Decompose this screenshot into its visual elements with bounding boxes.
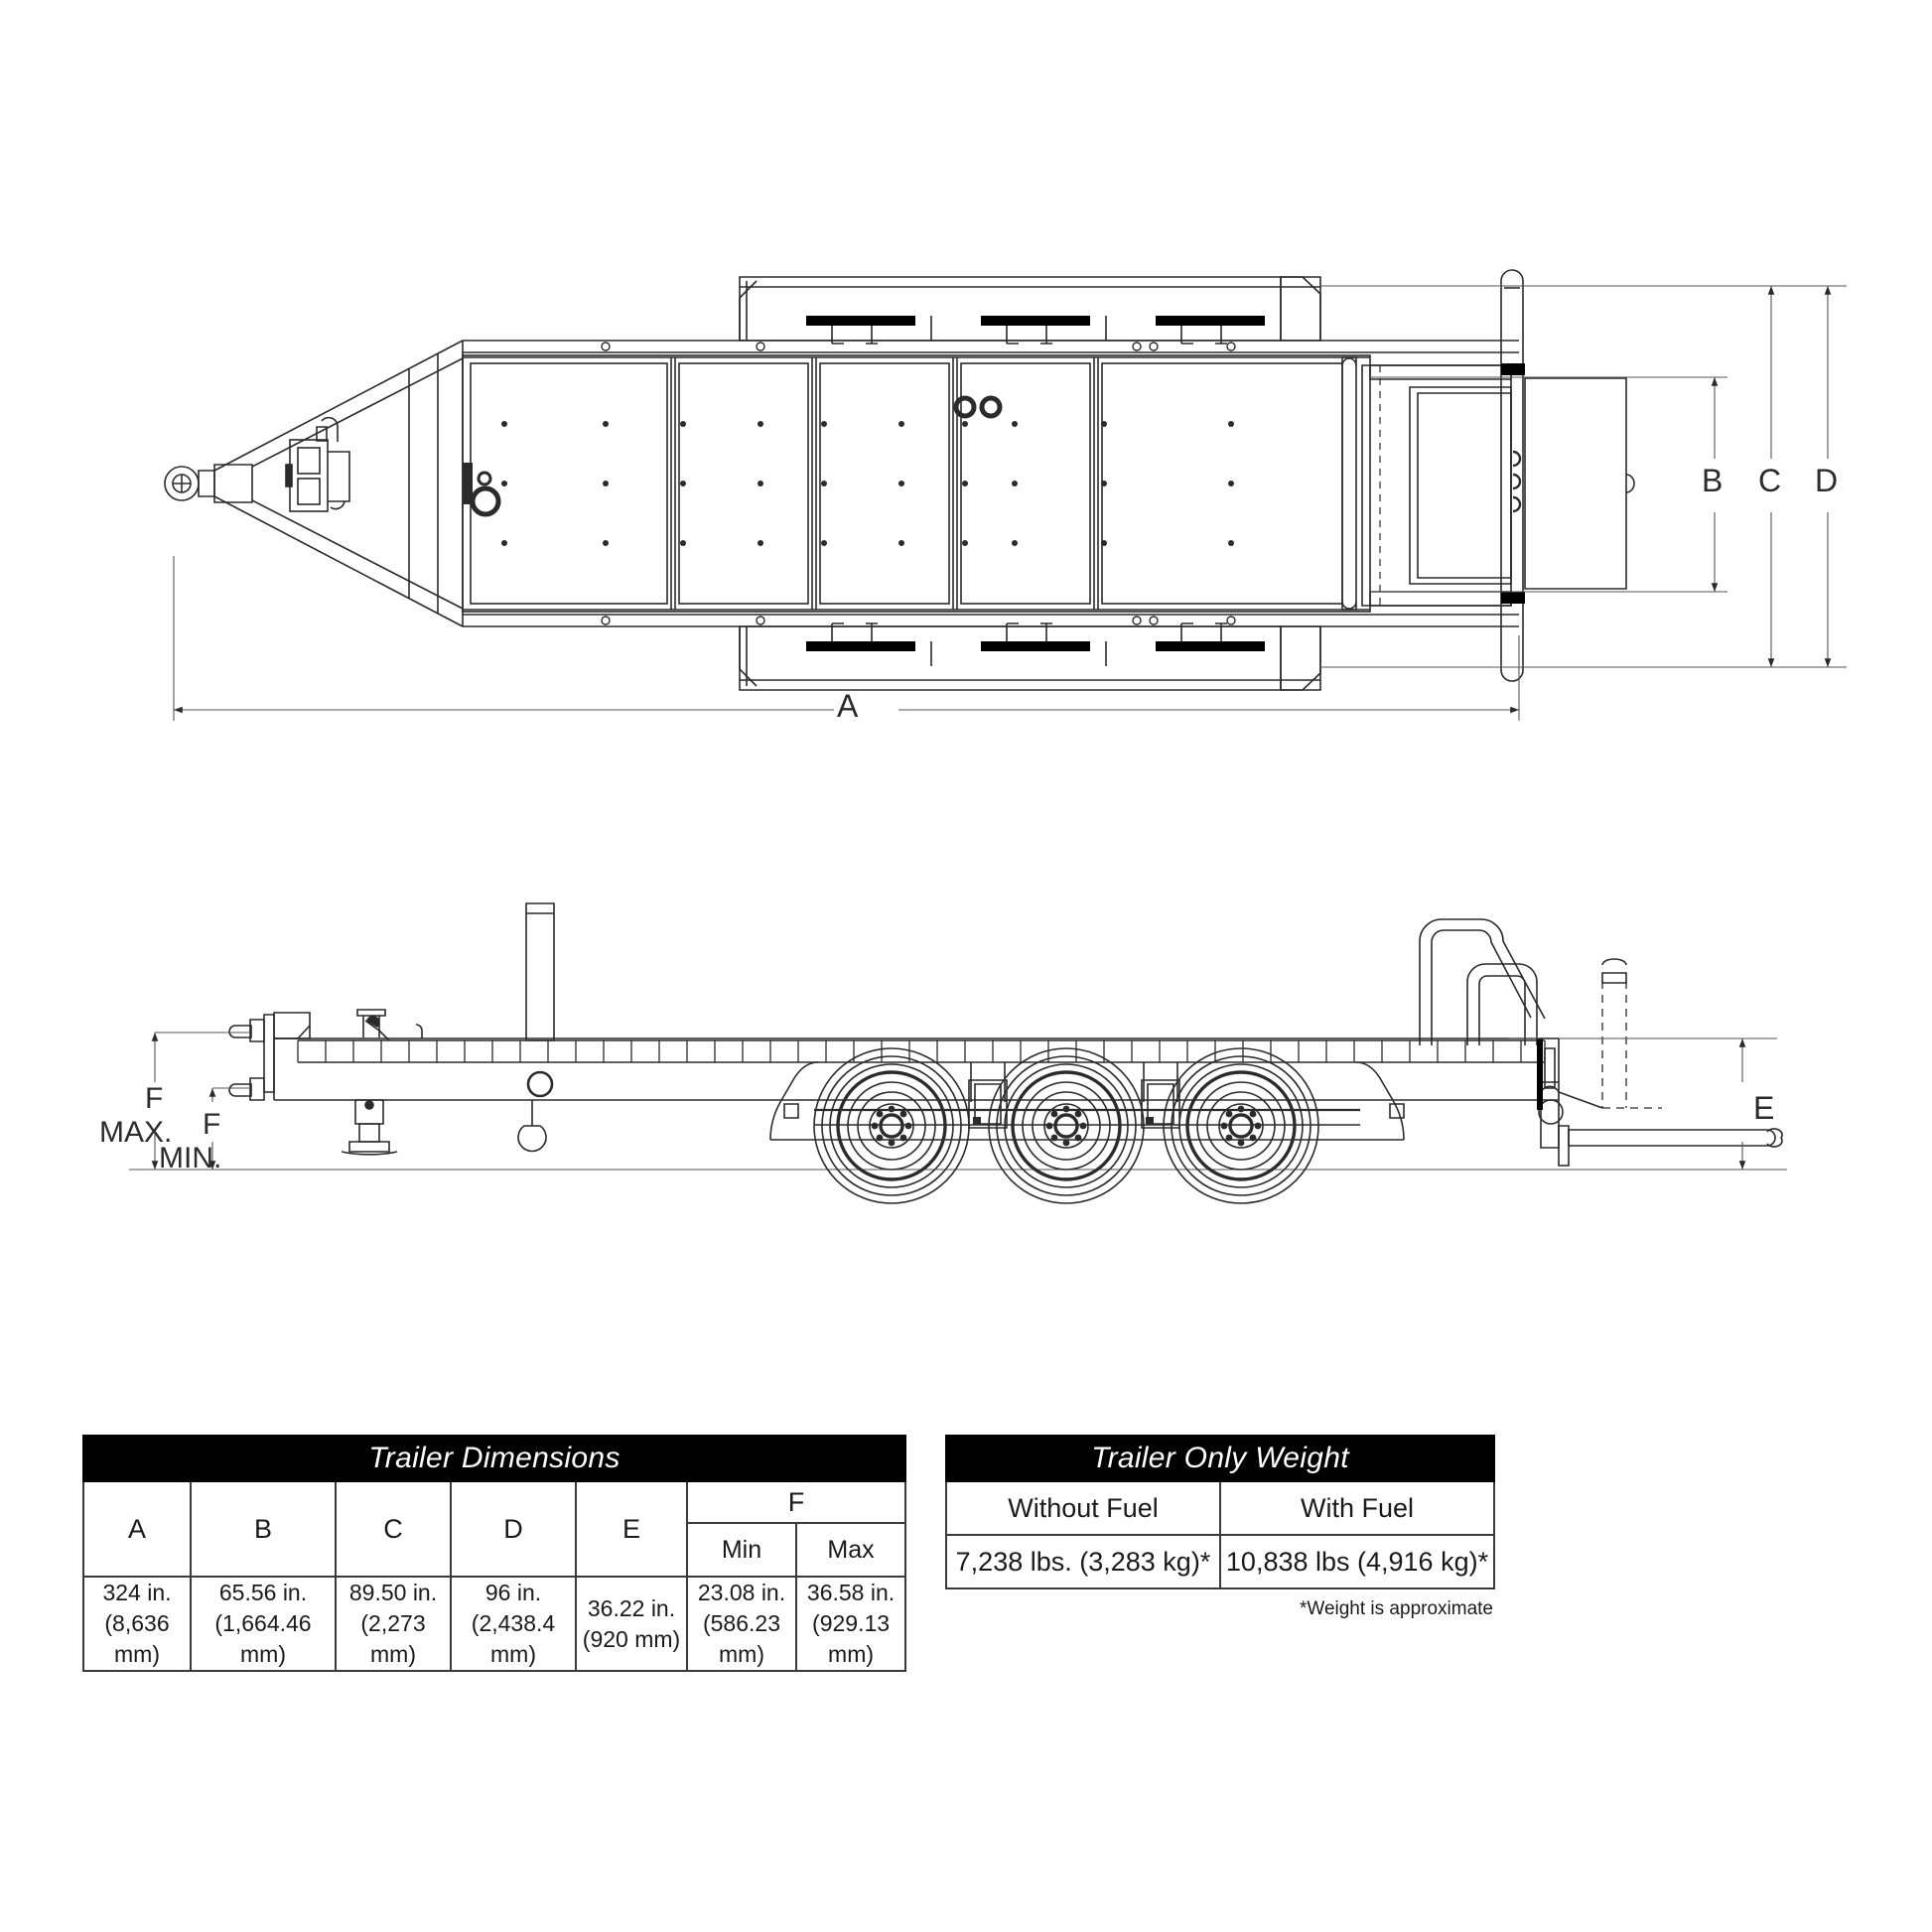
- stake-pocket-band: [297, 1039, 1546, 1063]
- rear-upright-tube: [1500, 269, 1524, 682]
- rear-gate: [1361, 364, 1512, 607]
- dimension-label-f-max-letter: F: [145, 1082, 164, 1115]
- dims-value-c-in: 89.50 in.: [348, 1580, 438, 1605]
- dims-value-c-mm: (2,273 mm): [360, 1610, 426, 1668]
- dims-table-title: Trailer Dimensions: [81, 1435, 907, 1482]
- fender-top: [739, 276, 1321, 342]
- dimension-f: [129, 1032, 258, 1171]
- wheel-pad-stems-top: [831, 316, 1227, 345]
- dims-value-f-max-in: 36.58 in.: [806, 1580, 896, 1605]
- dims-value-e-mm: (920 mm): [582, 1625, 681, 1652]
- weight-header-with-fuel: With Fuel: [1218, 1480, 1496, 1536]
- dimension-label-f-max-word: MAX.: [99, 1116, 173, 1149]
- dims-value-d-in: 96 in.: [484, 1580, 542, 1605]
- dimension-label-a: A: [837, 688, 859, 724]
- left-grommets: [470, 471, 501, 517]
- trailer-jack: [341, 1099, 398, 1156]
- beam-bracket: [356, 1009, 423, 1041]
- rear-ramp-tubes: [1419, 918, 1546, 1045]
- deck-holes: [953, 395, 1003, 419]
- wheel-assembly-3: [1163, 1047, 1319, 1204]
- weight-title-row: Trailer Only Weight: [944, 1435, 1496, 1482]
- trailer-dimensions-table: Trailer Dimensions A B C D E F Min Max 3…: [81, 1435, 907, 1673]
- wheel-pads-top: [806, 316, 1265, 326]
- dims-header-f: F: [685, 1480, 907, 1524]
- dims-value-d: 96 in. (2,438.4 mm): [450, 1575, 577, 1673]
- deck-fasteners: [501, 421, 1234, 546]
- dims-value-f-min: 23.08 in. (586.23 mm): [686, 1575, 797, 1673]
- dims-value-f-min-mm: (586.23 mm): [702, 1610, 780, 1668]
- dimension-label-f-min-letter: F: [203, 1108, 221, 1141]
- dims-value-b-in: 65.56 in.: [218, 1580, 308, 1605]
- dims-value-d-mm: (2,438.4 mm): [471, 1610, 556, 1668]
- dims-value-e: 36.22 in. (920 mm): [575, 1575, 688, 1673]
- dimension-label-b: B: [1702, 463, 1724, 498]
- dimension-label-e: E: [1753, 1090, 1775, 1126]
- dims-value-f-max: 36.58 in. (929.13 mm): [794, 1575, 907, 1673]
- dims-value-b: 65.56 in. (1,664.46 mm): [190, 1575, 337, 1673]
- dimension-label-f-min-word: MIN.: [159, 1142, 222, 1174]
- rear-fork-bar: [1558, 1125, 1783, 1167]
- wheel-assembly-2: [988, 1047, 1145, 1204]
- dimension-e: [1509, 1037, 1777, 1170]
- wheel-assembly-1: [813, 1047, 970, 1204]
- weight-value-with-fuel: 10,838 lbs (4,916 kg)*: [1218, 1534, 1496, 1589]
- plan-view-group: [164, 269, 1847, 721]
- wheel-pads-bottom: [806, 641, 1265, 651]
- wheel-pad-stems-bottom: [831, 622, 1227, 666]
- dims-header-c: C: [335, 1480, 452, 1578]
- dims-value-f-max-mm: (929.13 mm): [812, 1610, 891, 1668]
- rail-holes: [601, 342, 1236, 625]
- dims-header-d: D: [450, 1480, 577, 1578]
- weight-value-row: 7,238 lbs. (3,283 kg)* 10,838 lbs (4,916…: [945, 1534, 1496, 1589]
- dims-value-a-mm: (8,636 mm): [104, 1610, 170, 1668]
- under-beam-ring: [517, 1100, 547, 1153]
- dimension-label-c: C: [1758, 463, 1782, 498]
- dims-value-a-in: 324 in.: [102, 1580, 172, 1605]
- dims-value-a: 324 in. (8,636 mm): [82, 1575, 192, 1673]
- fender-bottom: [739, 625, 1321, 691]
- coupler-ring: [164, 466, 200, 501]
- dimension-label-d: D: [1815, 463, 1839, 498]
- tongue-hardware: [285, 416, 350, 512]
- vertical-post: [525, 902, 555, 1041]
- dims-header-f-min: Min: [686, 1522, 797, 1578]
- dims-header-row-2: Min Max: [83, 1522, 907, 1578]
- rear-hinge-blocks: [1501, 363, 1525, 604]
- dims-value-row: 324 in. (8,636 mm) 65.56 in. (1,664.46 m…: [82, 1575, 907, 1673]
- axle-hangers: [968, 1062, 1180, 1129]
- wheel-arch: [769, 1061, 1405, 1141]
- dims-value-c: 89.50 in. (2,273 mm): [335, 1575, 452, 1673]
- dimension-bcd: [1370, 285, 1847, 668]
- dims-header-a: A: [82, 1480, 192, 1578]
- weight-table-title: Trailer Only Weight: [944, 1435, 1496, 1482]
- dims-header-row-1: A B C D E F: [82, 1480, 907, 1578]
- dims-value-f-min-in: 23.08 in.: [697, 1580, 786, 1605]
- dims-value-b-mm: (1,664.46 mm): [214, 1610, 312, 1668]
- rear-support-post: [1601, 981, 1662, 1109]
- gate-latch-tabs: [1512, 450, 1522, 513]
- dims-header-f-max: Max: [794, 1522, 907, 1578]
- dims-header-b: B: [190, 1480, 337, 1578]
- dims-title-row: Trailer Dimensions: [81, 1435, 907, 1482]
- folded-ramp-panel: [1524, 377, 1635, 590]
- dims-header-e: E: [575, 1480, 688, 1578]
- trailer-weight-table: Trailer Only Weight Without Fuel With Fu…: [944, 1435, 1496, 1589]
- weight-footnote: *Weight is approximate: [1299, 1598, 1493, 1619]
- side-view-group: [129, 902, 1787, 1204]
- rear-hinge-column: [1341, 356, 1357, 611]
- dims-value-e-in: 36.22 in.: [587, 1594, 676, 1621]
- dimension-a: [173, 556, 1520, 721]
- weight-header-row: Without Fuel With Fuel: [945, 1480, 1496, 1536]
- weight-header-without-fuel: Without Fuel: [945, 1480, 1221, 1536]
- weight-value-without-fuel: 7,238 lbs. (3,283 kg)*: [945, 1534, 1221, 1589]
